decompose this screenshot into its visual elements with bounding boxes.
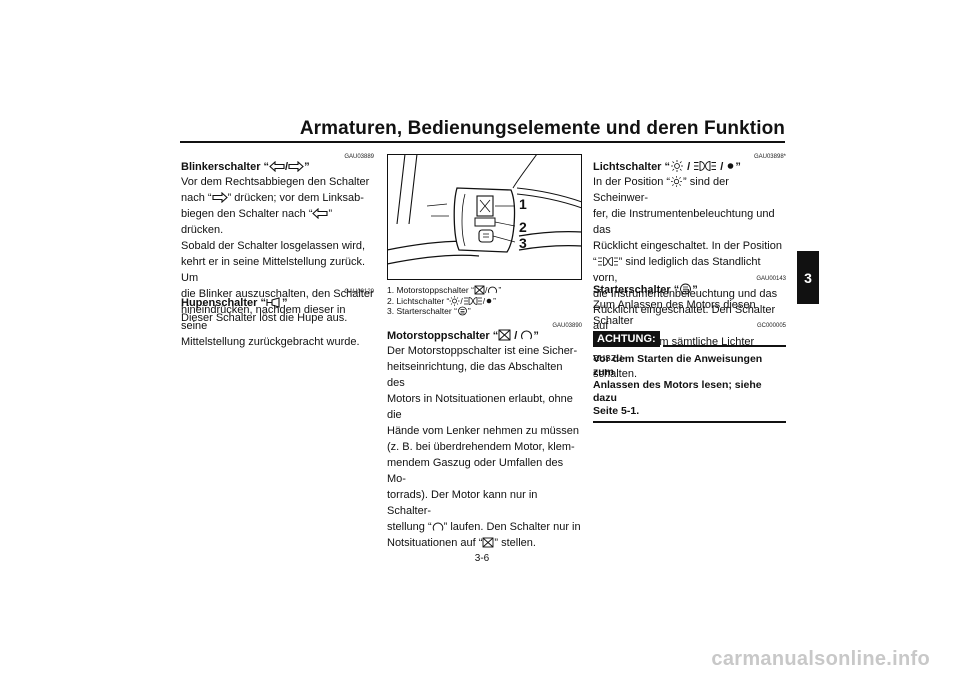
reference-code: GAU03898* xyxy=(753,154,786,160)
engine-run-icon xyxy=(521,330,533,340)
horn-section: Hupenschalter “” Dieser Schalter löst di… xyxy=(181,296,374,326)
light-off-icon xyxy=(728,163,734,169)
headlight-icon xyxy=(449,295,460,306)
page-number: 3-6 xyxy=(474,553,490,564)
starter-icon xyxy=(680,283,692,295)
light-off-icon xyxy=(486,298,492,303)
engine-stop-section: Motorstoppschalter “ / ” Der Motorstopps… xyxy=(387,329,582,551)
warning-bottom-rule xyxy=(593,421,786,423)
warning-text: Vor dem Starten die Anweisungen zum Anla… xyxy=(593,353,763,417)
engine-stop-icon xyxy=(482,537,494,548)
starter-heading: Starterschalter “” xyxy=(593,283,698,296)
position-light-icon xyxy=(597,257,618,266)
turn-right-icon xyxy=(212,192,228,203)
light-switch-text: In der Position “” sind der Scheinwer- f… xyxy=(593,176,782,380)
chapter-tab: 3 xyxy=(797,251,819,304)
light-switch-section: Lichtschalter “ / / ” In der Position “”… xyxy=(593,160,786,382)
reference-code: GAU00143 xyxy=(756,276,786,282)
warning-label: ACHTUNG: xyxy=(593,331,660,347)
handlebar-drawing xyxy=(386,153,583,280)
title-rule xyxy=(180,141,785,143)
engine-stop-icon xyxy=(498,329,511,341)
turn-left-icon xyxy=(269,161,285,172)
warning-rule xyxy=(662,345,786,347)
engine-stop-icon xyxy=(474,285,485,295)
turn-left-icon xyxy=(312,208,329,219)
reference-code: GAU03890 xyxy=(552,323,582,329)
engine-stop-text: Der Motorstoppschalter ist eine Sicher- … xyxy=(387,345,581,549)
engine-stop-heading: Motorstoppschalter “ / ” xyxy=(387,329,539,342)
starter-icon xyxy=(458,306,467,316)
engine-run-icon xyxy=(432,522,443,531)
headlight-icon xyxy=(671,176,683,187)
callout-1: 1 xyxy=(519,196,527,212)
callout-3: 3 xyxy=(519,235,527,251)
blinker-heading: Blinkerschalter “/” xyxy=(181,161,310,173)
horn-heading: Hupenschalter “” xyxy=(181,297,288,309)
horn-icon xyxy=(266,297,280,308)
figure-captions: 1. Motorstoppschalter “/” 2. Lichtschalt… xyxy=(387,285,582,317)
page-title: Armaturen, Bedienungselemente und deren … xyxy=(299,118,785,139)
reference-code: GAU03889 xyxy=(344,154,374,160)
turn-right-icon xyxy=(288,161,304,172)
position-light-icon xyxy=(694,161,717,171)
reference-code: GC000005 xyxy=(756,323,786,329)
headlight-icon xyxy=(671,160,684,172)
handlebar-switch-illustration: 1 2 3 xyxy=(386,153,583,280)
horn-text: Dieser Schalter löst die Hupe aus. xyxy=(181,312,348,324)
blinker-text: Vor dem Rechtsabbiegen den Schalter nach… xyxy=(181,176,374,348)
blinker-section: Blinkerschalter “/” Vor dem Rechtsabbieg… xyxy=(181,160,374,350)
warning-block: ACHTUNG: Vor dem Starten die Anweisungen… xyxy=(593,331,786,423)
caption-starter-switch: 3. Starterschalter “” xyxy=(387,306,471,316)
caption-stop-switch: 1. Motorstoppschalter “/” xyxy=(387,285,502,295)
position-light-icon xyxy=(463,296,482,305)
reference-code: GAU00129 xyxy=(344,289,374,295)
callout-2: 2 xyxy=(519,219,527,235)
engine-run-icon xyxy=(488,286,498,294)
watermark: carmanualsonline.info xyxy=(711,648,930,670)
light-switch-heading: Lichtschalter “ / / ” xyxy=(593,160,741,173)
caption-light-switch: 2. Lichtschalter “//” xyxy=(387,295,496,306)
